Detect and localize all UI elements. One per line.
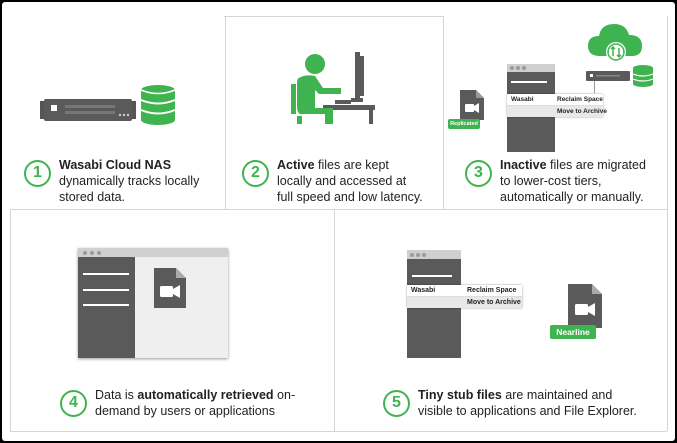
step-caption: Inactive files are migrated to lower-cos… [500, 158, 646, 204]
step-number: 3 [465, 160, 492, 187]
context-menu: Wasabi Reclaim Space Move to Archive [407, 285, 522, 308]
menu-row: Wasabi Reclaim Space [507, 94, 603, 106]
window-titlebar [407, 250, 461, 259]
divider [443, 16, 444, 209]
video-file-icon [460, 90, 484, 120]
divider [224, 16, 444, 17]
window-sidebar [78, 257, 135, 358]
step-caption: Wasabi Cloud NAS dynamically tracks loca… [59, 158, 200, 204]
step-4: 4 Data is automatically retrieved on- de… [60, 387, 295, 419]
step-caption: Data is automatically retrieved on- dema… [95, 388, 296, 418]
menu-item-reclaim-space[interactable]: Reclaim Space [557, 96, 603, 103]
step-number: 2 [242, 160, 269, 187]
menu-item-move-to-archive[interactable]: Move to Archive [557, 108, 607, 115]
menu-item-wasabi[interactable]: Wasabi [411, 287, 436, 294]
context-menu: Wasabi Reclaim Space Move to Archive [507, 94, 607, 117]
nearline-badge: Nearline [550, 325, 596, 339]
divider [225, 16, 226, 209]
menu-row: Wasabi Reclaim Space [407, 285, 522, 297]
step-1: 1 Wasabi Cloud NAS dynamically tracks lo… [24, 157, 199, 205]
divider [10, 209, 11, 431]
step-number: 5 [383, 390, 410, 417]
divider [10, 209, 667, 210]
window-titlebar [507, 64, 555, 72]
step-caption: Tiny stub files are maintained and visib… [418, 388, 637, 418]
menu-row: Move to Archive [407, 297, 522, 308]
connector-line [594, 81, 595, 93]
explorer-window [78, 248, 228, 358]
divider [334, 209, 335, 431]
nas-appliance-icon [586, 71, 630, 81]
step-number: 4 [60, 390, 87, 417]
menu-item-wasabi[interactable]: Wasabi [511, 96, 534, 103]
step-5: 5 Tiny stub files are maintained and vis… [383, 387, 637, 419]
cloud-sync-icon [588, 24, 642, 62]
divider [10, 431, 667, 432]
step-2: 2 Active files are kept locally and acce… [242, 157, 423, 205]
step-caption: Active files are kept locally and access… [277, 158, 423, 204]
step-number: 1 [24, 160, 51, 187]
menu-row: Move to Archive [507, 106, 607, 117]
step-3: 3 Inactive files are migrated to lower-c… [465, 157, 646, 205]
menu-item-move-to-archive[interactable]: Move to Archive [467, 299, 521, 306]
menu-item-reclaim-space[interactable]: Reclaim Space [467, 287, 517, 294]
window-titlebar [78, 248, 228, 257]
database-icon [632, 65, 654, 87]
database-icon [140, 85, 176, 125]
replicated-badge: Replicated [448, 119, 480, 129]
video-file-icon [154, 268, 186, 308]
nas-appliance-icon [40, 99, 136, 121]
person-at-computer-icon [291, 52, 375, 124]
video-file-icon [568, 284, 602, 328]
divider [667, 16, 668, 431]
